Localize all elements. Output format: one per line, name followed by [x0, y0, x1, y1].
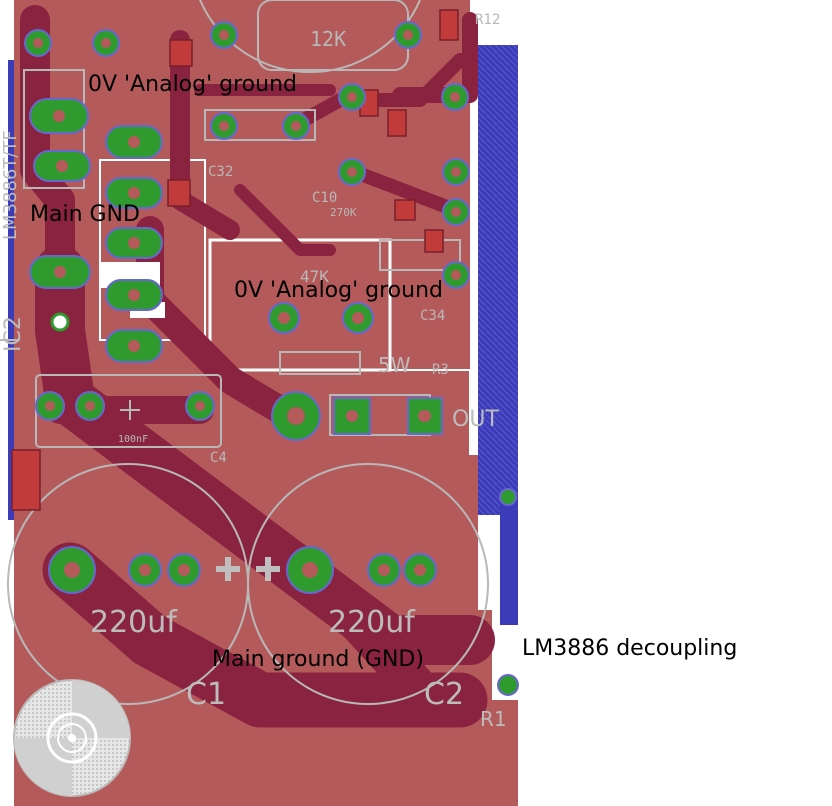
silk-r12: R12 [475, 12, 500, 28]
silk-100nf: 100nF [118, 434, 148, 445]
annotation-analog-ground-top: 0V 'Analog' ground [88, 72, 297, 97]
silk-c34: C34 [420, 308, 445, 324]
silk-r3: R3 [432, 362, 449, 378]
annotation-main-ground: Main ground (GND) [212, 647, 424, 672]
silk-c1: C1 [186, 677, 226, 712]
silk-270k: 270K [330, 206, 357, 219]
silk-12k: 12K [310, 27, 346, 51]
polarity-marks [216, 557, 280, 581]
mounting-hole [13, 679, 131, 797]
silk-c32: C32 [208, 164, 233, 180]
silk-out: OUT [452, 407, 499, 432]
silk-c10: C10 [312, 190, 337, 206]
silk-47k: 47K [300, 267, 329, 286]
silk-sw: 5W [378, 353, 411, 377]
smd-pads [11, 9, 459, 511]
silkscreen-text: 12K R12 C32 C10 C34 C4 R3 R1 220uf 220uf… [0, 12, 507, 731]
silk-ic-part: LM3886T/TF [0, 130, 21, 240]
silk-c4: C4 [210, 450, 227, 466]
silk-ic2: IC2 [1, 316, 26, 352]
through-hole-pads [24, 21, 519, 696]
silk-r1: R1 [480, 707, 507, 731]
silk-c2: C2 [424, 677, 464, 712]
silk-cap1-value: 220uf [90, 605, 178, 640]
annotation-decoupling: LM3886 decoupling [522, 636, 738, 661]
silkscreen-outlines [0, 0, 489, 705]
annotation-main-gnd: Main GND [30, 202, 140, 227]
silk-cap2-value: 220uf [328, 605, 416, 640]
annotation-analog-ground-mid: 0V 'Analog' ground [234, 278, 443, 303]
